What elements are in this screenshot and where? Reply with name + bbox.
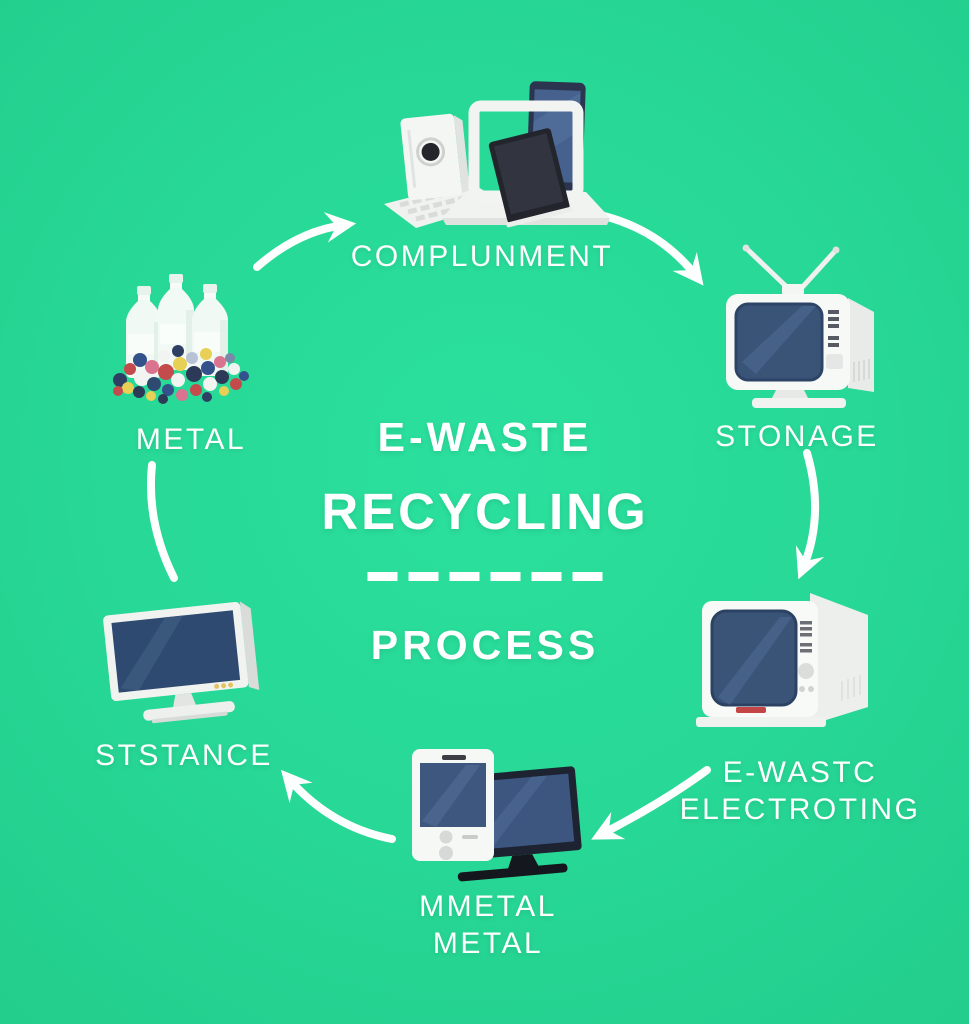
lcd-monitor-icon xyxy=(103,601,260,724)
stage-label-bottom-right-line2: ELECTROTING xyxy=(679,793,921,826)
arrow-bottom-to-bottom-left xyxy=(280,769,396,843)
arrow-bottom-right-to-bottom xyxy=(591,766,711,840)
arrow-right-to-bottom-right xyxy=(795,449,825,580)
bottles-shredded-plastic-icon xyxy=(113,274,249,404)
stage-label-bottom-right-line1: E-WASTC xyxy=(722,756,878,789)
stage-label-bottom: MMETAL METAL xyxy=(419,888,557,962)
arrow-left-to-top xyxy=(253,212,357,271)
title-line-ewaste: E-WASTE xyxy=(377,414,593,460)
stage-label-bottom-line2: METAL xyxy=(432,927,544,960)
stage-label-top: COMPLUNMENT xyxy=(350,240,614,273)
crt-tv-antenna-icon xyxy=(726,244,874,408)
tablet-flat-tv-icon xyxy=(412,749,582,882)
arrow-bottom-left-to-left xyxy=(146,461,178,582)
stage-label-bottom-line1: MMETAL xyxy=(419,890,557,923)
dashed-divider xyxy=(367,572,603,581)
stage-label-left: METAL xyxy=(135,423,247,456)
title-line-process: PROCESS xyxy=(370,622,600,668)
stage-label-bottom-left: STSTANCE xyxy=(95,739,273,772)
stage-label-right: STONAGE xyxy=(715,420,879,453)
computer-devices-icon xyxy=(384,81,610,228)
stage-label-bottom-right: E-WASTC ELECTROTING xyxy=(680,754,921,828)
shredded-plastic-flakes xyxy=(113,345,249,404)
title-line-recycling: RECYCLING xyxy=(321,483,649,540)
crt-monitor-icon xyxy=(696,593,868,727)
arrow-top-to-right xyxy=(600,212,704,286)
